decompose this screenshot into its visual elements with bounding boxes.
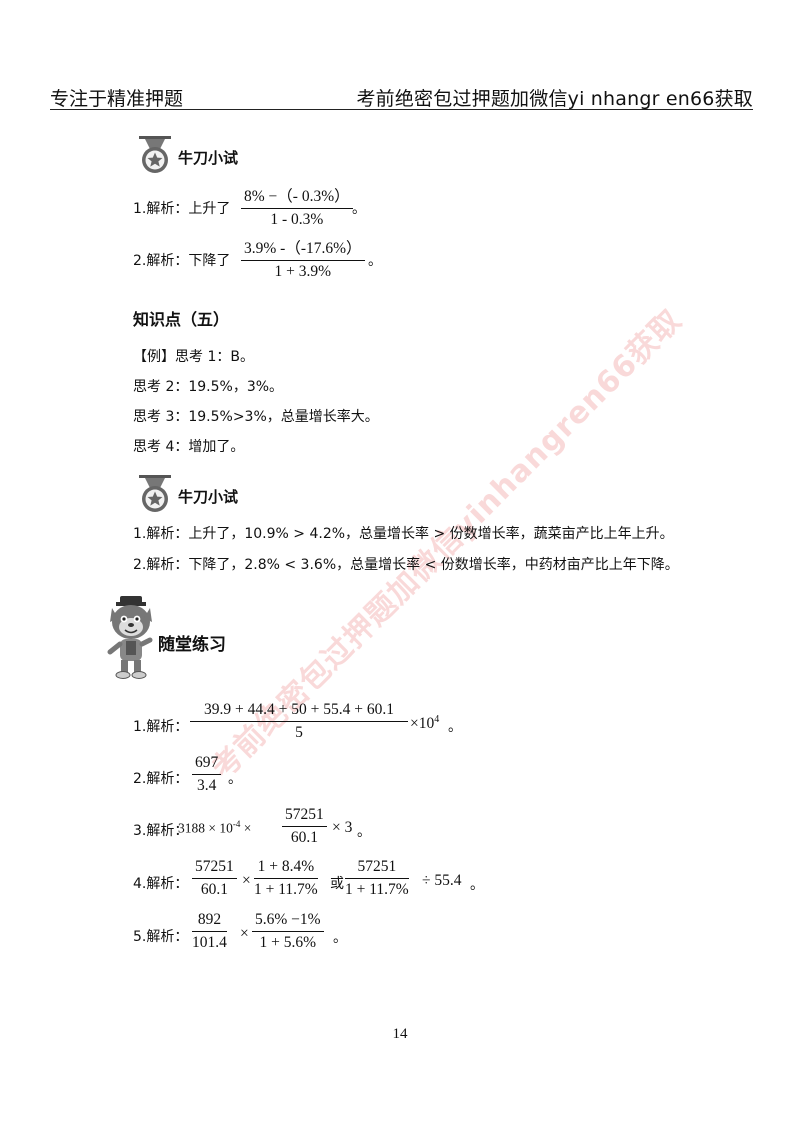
p-item4-end: 。 — [470, 877, 484, 893]
p-item2-end: 。 — [228, 771, 242, 787]
p-item4-fraction-2: 1 + 8.4% 1 + 11.7% — [254, 858, 318, 899]
cartoon-mascot-icon — [107, 596, 153, 679]
p-item3-fraction: 57251 60.1 — [282, 806, 327, 847]
p-item1-fraction: 39.9 + 44.4 + 50 + 55.4 + 60.1 5 — [190, 701, 408, 742]
fraction-denominator: 1 - 0.3% — [270, 211, 324, 228]
fraction-numerator: 39.9 + 44.4 + 50 + 55.4 + 60.1 — [190, 701, 408, 722]
section-title-niudao-1: 牛刀小试 — [178, 149, 239, 167]
fraction-numerator: 892 — [192, 911, 227, 932]
s2-line-1: 1.解析：上升了，10.9% > 4.2%，总量增长率 > 份数增长率，蔬菜亩产… — [133, 526, 674, 542]
p-item1-end: 。 — [448, 719, 462, 735]
p-item4-tail: ÷ 55.4 — [422, 872, 462, 889]
fraction-denominator: 60.1 — [200, 881, 228, 898]
knowledge-point-title: 知识点（五） — [133, 310, 230, 329]
fraction-denominator: 101.4 — [192, 934, 227, 951]
fraction-numerator: 3.9% -（-17.6%） — [241, 236, 365, 261]
medal-star-icon — [139, 136, 171, 173]
fraction-denominator: 5 — [295, 724, 303, 741]
p-item3-tail: × 3 — [332, 819, 353, 836]
fraction-numerator: 57251 — [345, 858, 409, 879]
p-item4-label: 4.解析： — [133, 876, 189, 892]
fraction-numerator: 57251 — [192, 858, 237, 879]
s1-item1-label: 1.解析：上升了 — [133, 201, 231, 217]
p-item3-exponent: -4 — [232, 819, 241, 829]
p-item1-multiplier: ×10 — [410, 715, 435, 733]
p-item3-label: 3.解析： — [133, 823, 189, 839]
fraction-numerator: 8% −（- 0.3%） — [241, 184, 353, 209]
medal-star-icon — [139, 475, 171, 512]
knowledge-line-4: 思考 4：增加了。 — [133, 439, 245, 455]
fraction-numerator: 5.6% −1% — [252, 911, 324, 932]
p-item1-label: 1.解析： — [133, 719, 189, 735]
header-right-text: 考前绝密包过押题加微信yi nhangr en66获取 — [356, 88, 753, 110]
section-title-niudao-2: 牛刀小试 — [178, 488, 239, 506]
s1-item2-label: 2.解析：下降了 — [133, 253, 231, 269]
p-item3-prefix: 3188 × 10-4 × — [178, 819, 251, 837]
s2-line-2: 2.解析：下降了，2.8% < 3.6%，总量增长率 < 份数增长率，中药材亩产… — [133, 557, 679, 573]
p-item4-op: × — [242, 872, 251, 889]
fraction-denominator: 1 + 11.7% — [254, 881, 318, 898]
p-item2-fraction: 697 3.4 — [192, 754, 222, 795]
p-item4-or: 或 — [330, 876, 344, 892]
s1-item1-end: 。 — [352, 201, 366, 217]
s1-item1-fraction: 8% −（- 0.3%） 1 - 0.3% — [241, 184, 353, 229]
page-number: 14 — [392, 1026, 408, 1042]
fraction-numerator: 57251 — [282, 806, 327, 827]
p-item4-fraction-3: 57251 1 + 11.7% — [345, 858, 409, 899]
p-item3-end: 。 — [357, 824, 371, 840]
p-item5-fraction-2: 5.6% −1% 1 + 5.6% — [252, 911, 324, 952]
fraction-numerator: 1 + 8.4% — [254, 858, 318, 879]
p-item3-mul: × — [240, 820, 252, 836]
fraction-denominator: 1 + 5.6% — [259, 934, 317, 951]
fraction-denominator: 60.1 — [290, 829, 318, 846]
p-item2-label: 2.解析： — [133, 771, 189, 787]
p-item1-tail: ×104 — [410, 714, 439, 733]
p-item4-fraction-1: 57251 60.1 — [192, 858, 237, 899]
s1-item2-end: 。 — [368, 253, 382, 269]
p-item5-label: 5.解析： — [133, 929, 189, 945]
knowledge-line-3: 思考 3：19.5%>3%，总量增长率大。 — [133, 409, 379, 425]
knowledge-line-1: 【例】思考 1：B。 — [133, 349, 254, 365]
header-left-text: 专注于精准押题 — [50, 88, 184, 110]
p-item5-op: × — [240, 925, 249, 942]
page-header: 专注于精准押题 考前绝密包过押题加微信yi nhangr en66获取 — [50, 84, 753, 110]
fraction-denominator: 1 + 11.7% — [345, 881, 409, 898]
fraction-numerator: 697 — [192, 754, 222, 775]
s1-item2-fraction: 3.9% -（-17.6%） 1 + 3.9% — [241, 236, 365, 281]
p-item5-end: 。 — [333, 930, 347, 946]
knowledge-line-2: 思考 2：19.5%，3%。 — [133, 379, 284, 395]
practice-title: 随堂练习 — [158, 635, 226, 655]
p-item1-exponent: 4 — [434, 714, 440, 725]
fraction-denominator: 3.4 — [196, 777, 217, 794]
p-item3-prefix-text: 3188 × 10 — [178, 820, 233, 836]
p-item5-fraction-1: 892 101.4 — [192, 911, 227, 952]
fraction-denominator: 1 + 3.9% — [274, 263, 332, 280]
